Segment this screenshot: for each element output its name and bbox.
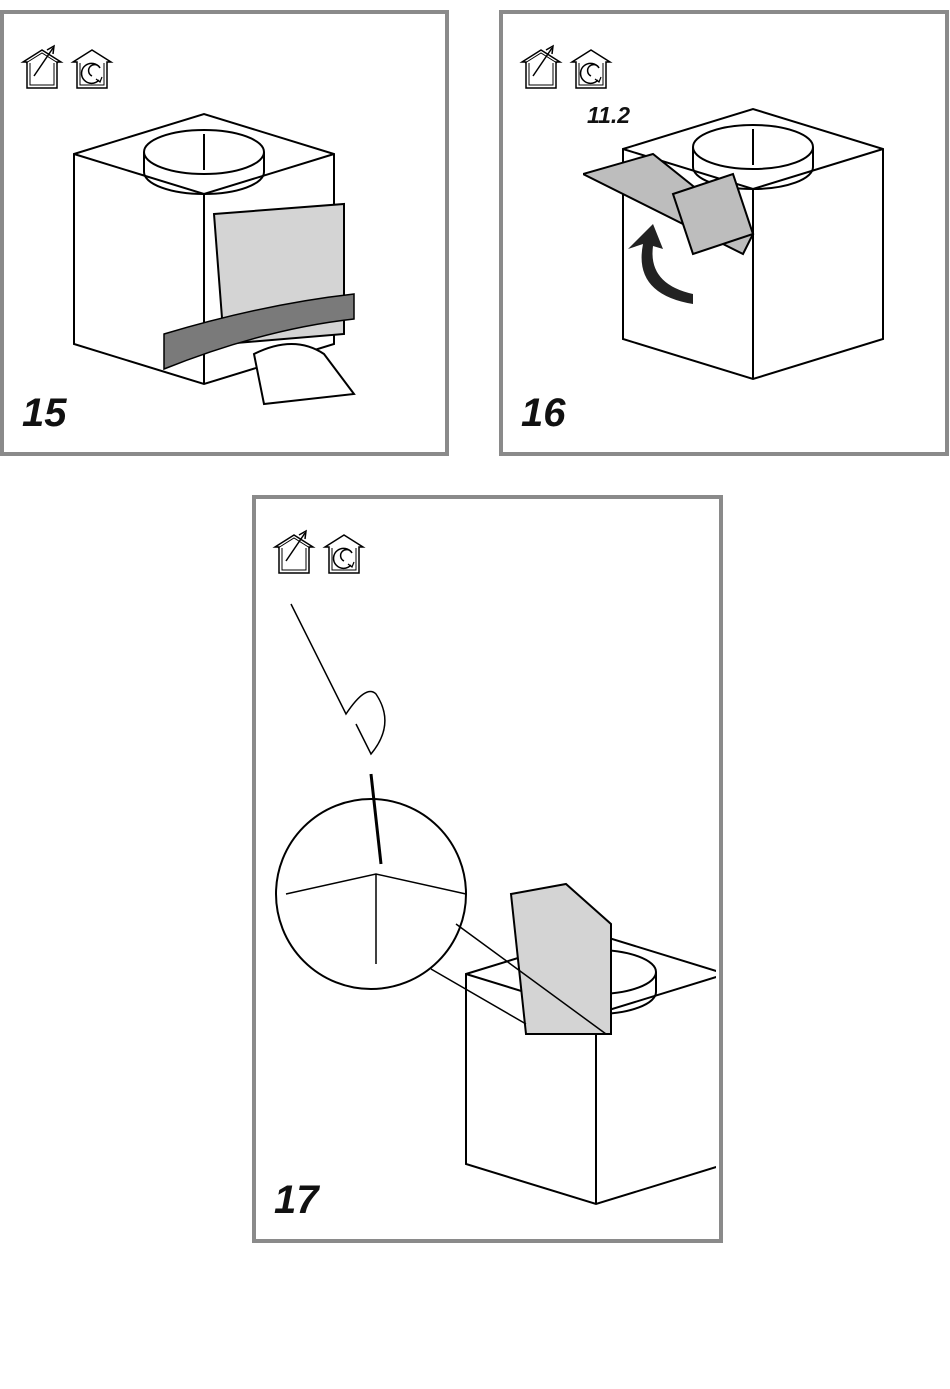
recirculation-mode-icon [72,49,112,89]
recirculation-mode-icon [324,534,364,574]
hood-filter-lift-illustration [583,108,884,380]
section-reference: 11.2 [587,102,631,128]
hood-filter-removal-illustration [73,113,356,406]
ducted-mode-icon [22,45,62,89]
recirculation-mode-icon [571,49,611,89]
step-17-panel: 17 [252,495,723,1243]
ducted-mode-icon [274,530,314,574]
mode-icons [519,44,613,90]
step-number: 17 [274,1178,319,1222]
mode-icons [272,529,366,575]
step-15-panel: 15 [0,10,449,456]
step-number: 15 [22,391,67,435]
step-16-panel: 11.2 16 [499,10,949,456]
ducted-mode-icon [521,45,561,89]
hood-screw-tightening-illustration [275,603,716,1205]
step-number: 16 [521,391,566,435]
mode-icons [20,44,114,90]
